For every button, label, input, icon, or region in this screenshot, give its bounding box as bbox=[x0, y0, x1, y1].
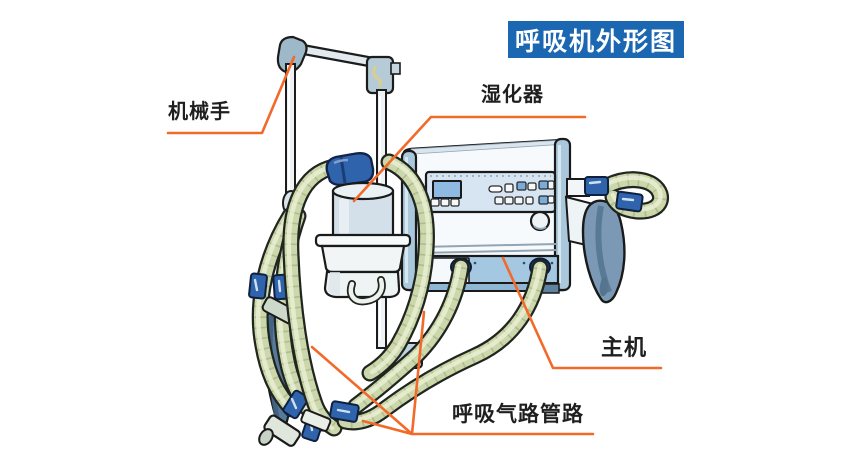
mouthpiece-fitting bbox=[263, 414, 302, 447]
leader-breathing-circuit bbox=[310, 310, 595, 436]
breathing-bag bbox=[581, 199, 626, 304]
label-robotic-arm: 机械手 bbox=[168, 99, 231, 123]
arm-horizontal-bar bbox=[301, 43, 376, 69]
leader-robotic-arm bbox=[166, 55, 296, 135]
label-breathing-circuit: 呼吸气路管路 bbox=[452, 402, 584, 426]
leader-lines bbox=[166, 55, 663, 436]
control-knob bbox=[529, 210, 551, 232]
elbow-fitting bbox=[300, 409, 332, 432]
tube-connector bbox=[248, 272, 268, 300]
tube-connector bbox=[282, 389, 310, 420]
display-screen bbox=[432, 180, 462, 199]
label-humidifier: 湿化器 bbox=[481, 82, 544, 106]
manual-bag-assembly bbox=[564, 195, 626, 304]
diagram-title: 呼吸机外形图 bbox=[508, 21, 684, 58]
circuit-fittings bbox=[258, 280, 382, 447]
humidifier-elbow-connector bbox=[325, 151, 375, 187]
arm-right-joint bbox=[365, 55, 395, 95]
label-main-unit: 主机 bbox=[601, 336, 648, 361]
leader-humidifier bbox=[352, 115, 587, 203]
panel-buttons bbox=[430, 180, 555, 207]
side-port-connector bbox=[584, 176, 609, 196]
side-loop-tube bbox=[584, 176, 661, 213]
leader-main-unit bbox=[501, 256, 663, 370]
arm-left-pole bbox=[285, 63, 296, 199]
loop-connector bbox=[615, 190, 644, 213]
humidifier-collar bbox=[314, 233, 412, 248]
tube-bundle-left bbox=[248, 216, 322, 423]
